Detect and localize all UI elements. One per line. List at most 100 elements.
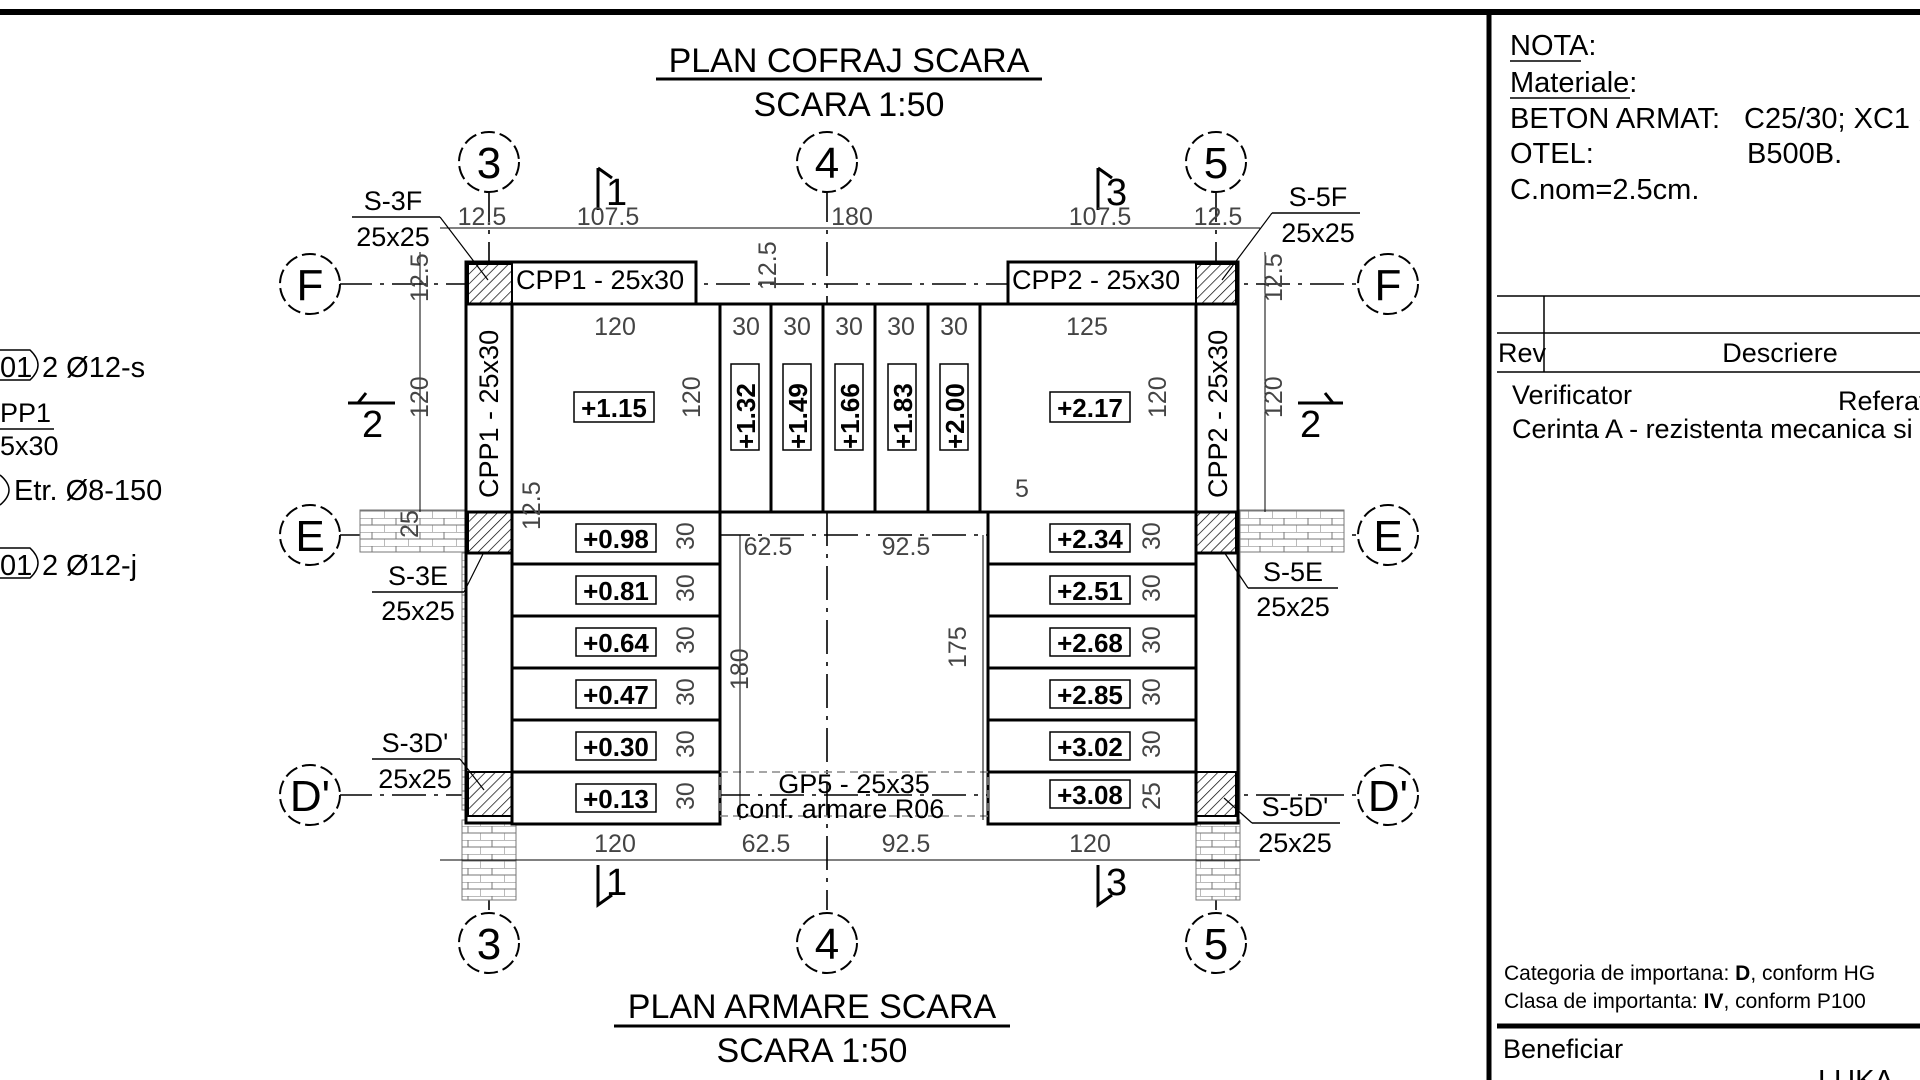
label-s3e: S-3E 25x25 [372, 551, 485, 626]
svg-text:3: 3 [477, 920, 501, 969]
svg-text:120: 120 [406, 376, 434, 418]
label-s5e: S-5E 25x25 [1223, 551, 1338, 622]
svg-text:+1.83: +1.83 [888, 383, 918, 449]
svg-text:+1.66: +1.66 [835, 383, 865, 449]
label-s5f: S-5F 25x25 [1221, 182, 1360, 281]
dimension-lines [419, 227, 1266, 861]
svg-text:30: 30 [835, 313, 863, 341]
svg-text:12.5: 12.5 [518, 481, 546, 530]
svg-text:120: 120 [594, 313, 636, 341]
descriere-header: Descriere [1722, 338, 1838, 368]
svg-text:+0.98: +0.98 [583, 524, 649, 554]
axis-bubble-5-bottom: 5 [1185, 912, 1247, 974]
cnom-text: C.nom=2.5cm. [1510, 174, 1699, 206]
label-s3d: S-3D' 25x25 [372, 728, 485, 794]
svg-text:+0.47: +0.47 [583, 680, 649, 710]
label-cpp1-side: CPP1 - 25x30 [474, 330, 504, 498]
svg-text:25: 25 [1138, 782, 1166, 810]
svg-text:180: 180 [726, 648, 754, 690]
otel-label: OTEL: [1510, 138, 1594, 170]
svg-text:2 Ø12-s: 2 Ø12-s [42, 352, 145, 384]
svg-text:01: 01 [0, 550, 32, 582]
label-gp5: GP5 - 25x35 [778, 769, 930, 799]
beton-value: C25/30; XC1 (I [1744, 103, 1920, 135]
column-s3f [467, 263, 513, 305]
svg-text:+2.34: +2.34 [1057, 524, 1123, 554]
svg-text:25x25: 25x25 [1256, 592, 1330, 622]
svg-text:12.5: 12.5 [1260, 253, 1288, 302]
axis-bubble-f-right: F [1357, 253, 1419, 315]
svg-text:30: 30 [1138, 678, 1166, 706]
svg-text:D': D' [290, 772, 330, 821]
otel-value: B500B. [1747, 138, 1842, 170]
svg-text:+2.85: +2.85 [1057, 680, 1123, 710]
svg-text:30: 30 [672, 574, 700, 602]
label-cpp2-side: CPP2 - 25x30 [1203, 330, 1233, 498]
svg-text:120: 120 [678, 376, 706, 418]
svg-text:30: 30 [940, 313, 968, 341]
plan-scale-bottom: SCARA 1:50 [717, 1032, 908, 1070]
brick-wall-left-stub [359, 509, 473, 553]
svg-text:30: 30 [732, 313, 760, 341]
svg-text:S-5E: S-5E [1263, 557, 1323, 587]
axis-bubble-f-left: F [279, 253, 341, 315]
label-gp5-note: conf. armare R06 [736, 794, 945, 824]
svg-text:1: 1 [606, 862, 627, 904]
beneficiar-label: Beneficiar [1503, 1034, 1623, 1064]
plan-title-bottom: PLAN ARMARE SCARA [628, 988, 997, 1026]
plan-scale-top: SCARA 1:50 [754, 86, 945, 124]
gp5-beam [719, 771, 989, 817]
cerinta-text: Cerinta A - rezistenta mecanica si s [1512, 414, 1920, 444]
beton-label: BETON ARMAT: [1510, 103, 1720, 135]
svg-text:30: 30 [672, 522, 700, 550]
svg-text:107.5: 107.5 [577, 203, 640, 231]
svg-text:+0.64: +0.64 [583, 628, 649, 658]
svg-text:92.5: 92.5 [882, 533, 931, 561]
stair-plan: PLAN COFRAJ SCARA SCARA 1:50 PLAN ARMARE… [279, 42, 1419, 1070]
categoria-text: Categoria de importana: D, conform HG [1504, 962, 1875, 985]
axis-bubble-d-right: D' [1357, 764, 1419, 826]
svg-text:3: 3 [477, 139, 501, 188]
svg-text:+3.08: +3.08 [1057, 780, 1123, 810]
axis-bubble-4-top: 4 [796, 131, 858, 193]
svg-text:120: 120 [594, 830, 636, 858]
svg-text:62.5: 62.5 [744, 533, 793, 561]
svg-text:30: 30 [1138, 626, 1166, 654]
svg-text:2 Ø12-j: 2 Ø12-j [42, 550, 137, 582]
svg-text:92.5: 92.5 [882, 830, 931, 858]
section-marker-3-bottom: 3 [1096, 862, 1127, 908]
svg-text:F: F [1375, 261, 1402, 310]
svg-text:S-3D': S-3D' [382, 728, 449, 758]
svg-text:+0.13: +0.13 [583, 784, 649, 814]
svg-text:30: 30 [1138, 730, 1166, 758]
svg-text:Etr. Ø8-150: Etr. Ø8-150 [14, 475, 162, 507]
axis-bubble-5-top: 5 [1185, 131, 1247, 193]
svg-text:S-5F: S-5F [1289, 182, 1348, 212]
svg-text:25x25: 25x25 [1258, 828, 1332, 858]
plan-title-top: PLAN COFRAJ SCARA [669, 42, 1030, 80]
svg-text:30: 30 [1138, 574, 1166, 602]
svg-text:+2.17: +2.17 [1057, 393, 1123, 423]
svg-text:25x25: 25x25 [378, 764, 452, 794]
label-cpp1-top: CPP1 - 25x30 [516, 265, 684, 295]
axis-bubble-e-left: E [279, 504, 341, 566]
svg-text:4: 4 [815, 920, 839, 969]
svg-text:5: 5 [1015, 475, 1029, 503]
brick-wall-right-stub [1239, 509, 1345, 553]
svg-text:5: 5 [1204, 139, 1228, 188]
svg-text:3: 3 [1106, 172, 1127, 214]
svg-text:+3.02: +3.02 [1057, 732, 1123, 762]
axis-bubble-3-bottom: 3 [458, 912, 520, 974]
svg-text:12.5: 12.5 [1194, 203, 1243, 231]
svg-text:107.5: 107.5 [1069, 203, 1132, 231]
verificator-label: Verificator [1512, 380, 1632, 410]
svg-text:180: 180 [831, 203, 873, 231]
svg-text:120: 120 [1069, 830, 1111, 858]
column-s5d [1195, 771, 1237, 817]
svg-text:25x25: 25x25 [356, 222, 430, 252]
section-marker-1-top: 1 [596, 166, 627, 214]
svg-text:25x25: 25x25 [381, 596, 455, 626]
svg-text:D': D' [1368, 772, 1408, 821]
elevation-tags: +1.15 +2.17 +1.32 +1.49 +1.66 +1.83 +2.0… [573, 363, 1131, 814]
nota-heading: NOTA: [1510, 30, 1596, 62]
